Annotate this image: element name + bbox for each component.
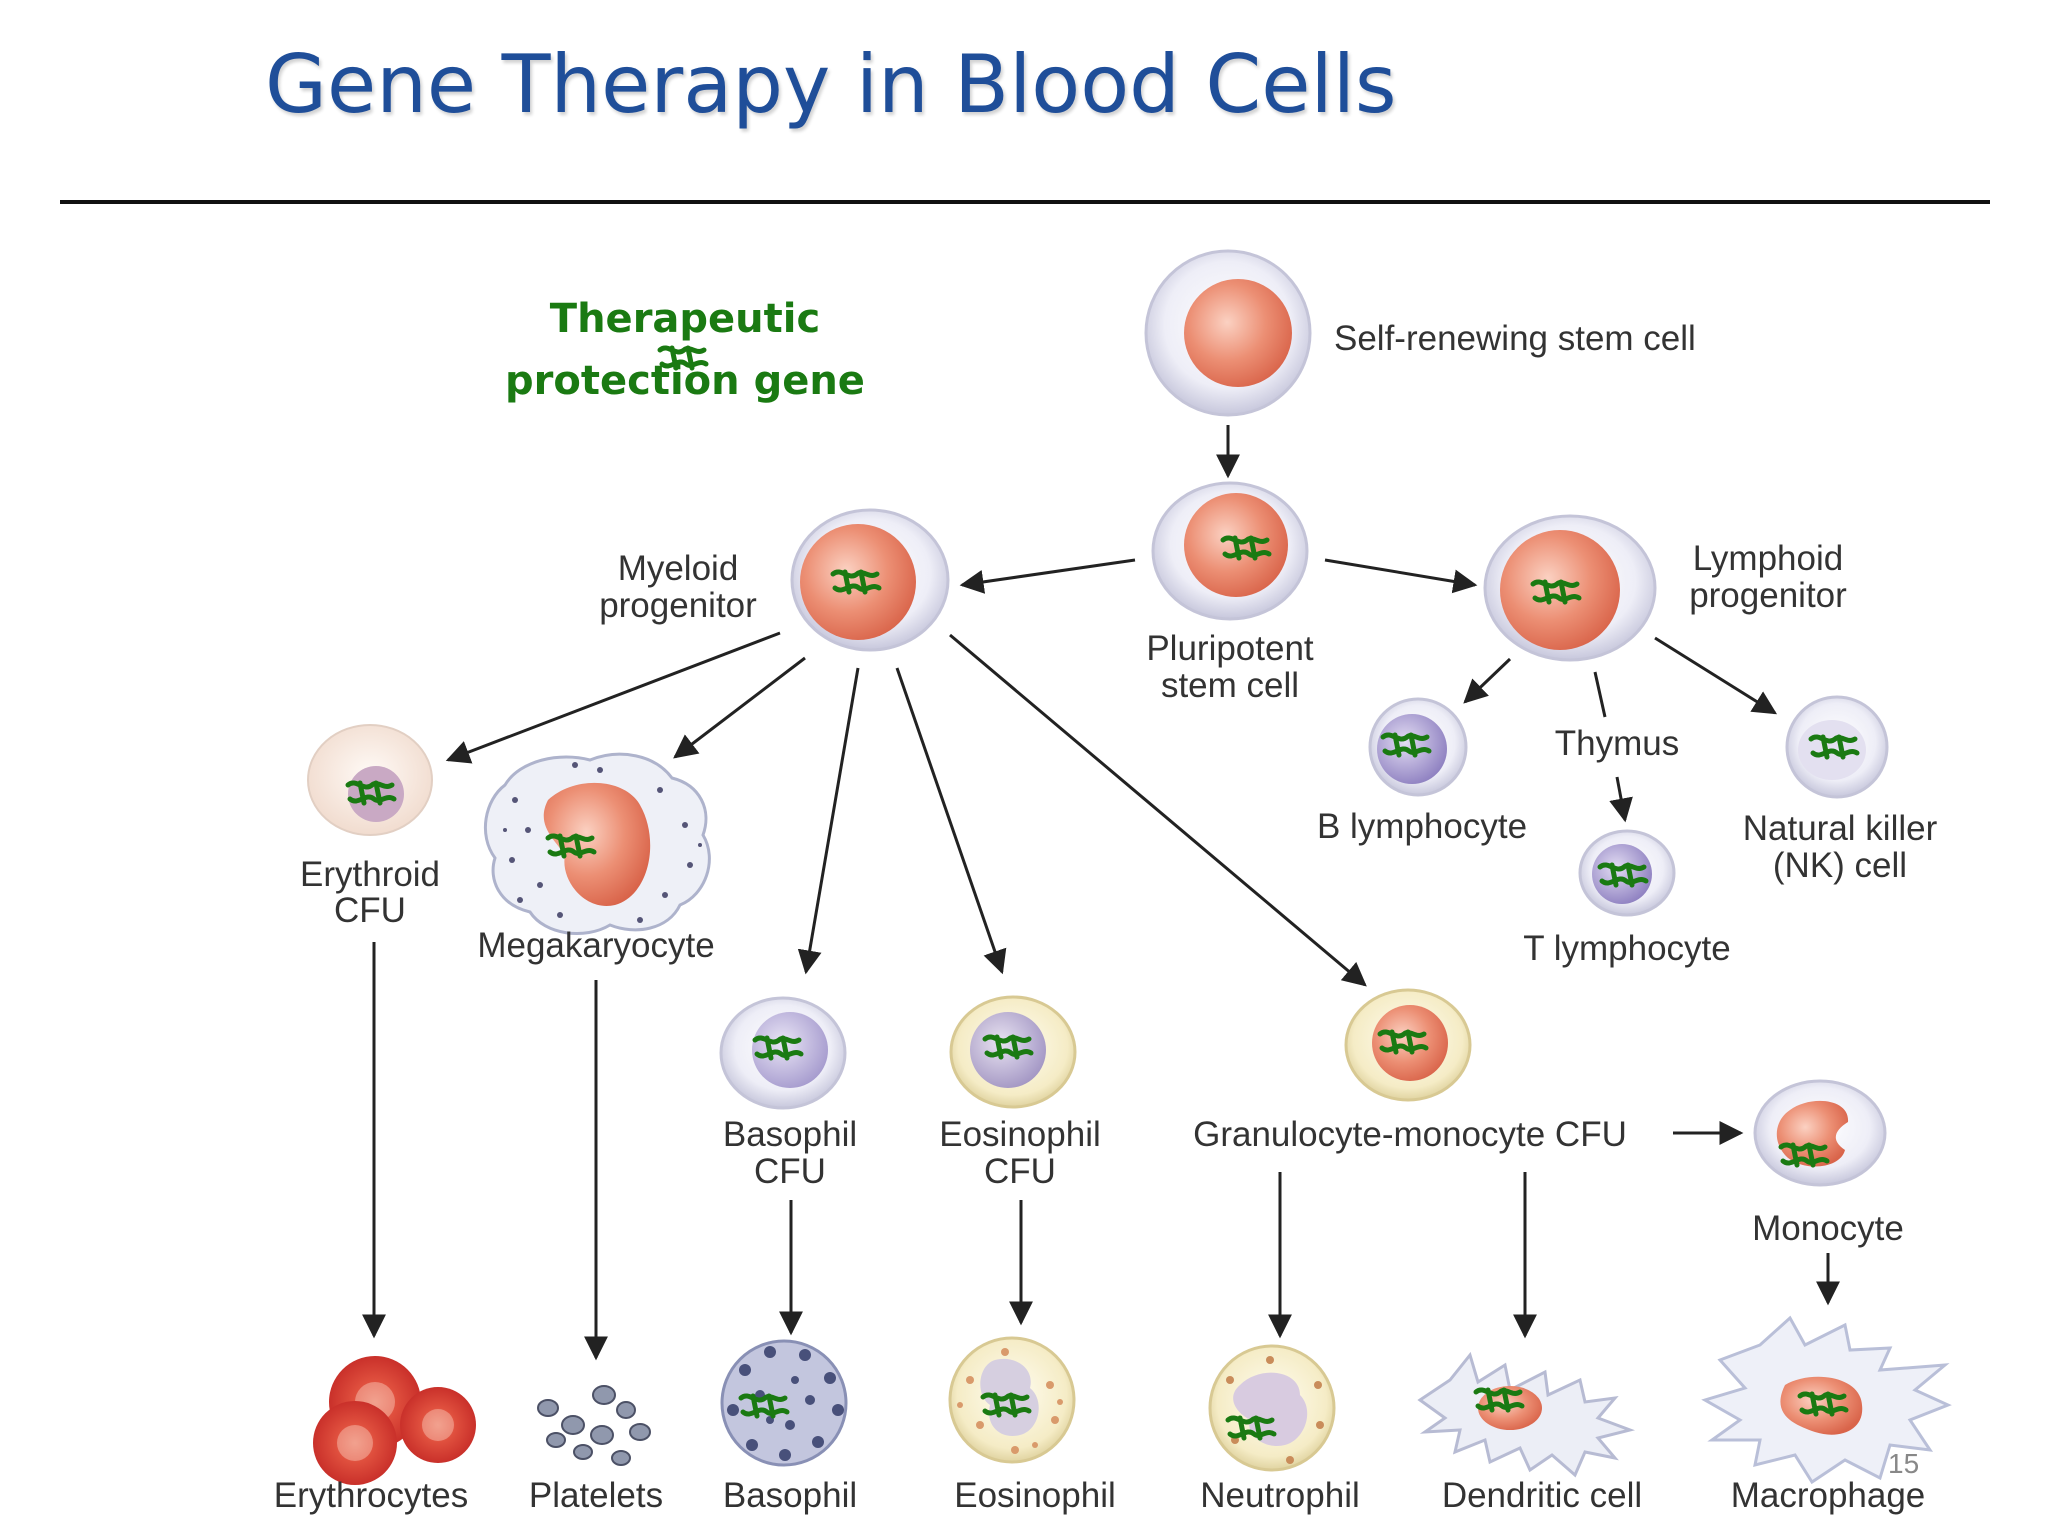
stem-cell: [1144, 249, 1312, 417]
label-myeloid-1: Myeloid: [618, 549, 739, 588]
label-dendritic: Dendritic cell: [1442, 1476, 1642, 1515]
arrow-thymus-to-t: [1609, 776, 1633, 823]
label-basophil: Basophil: [723, 1476, 857, 1515]
erythroid-cfu-cell: [307, 724, 433, 836]
label-t-lymphocyte: T lymphocyte: [1523, 929, 1731, 968]
title-divider: [60, 200, 1990, 204]
labels: Self-renewing stem cell Pluripotent stem…: [274, 319, 1938, 1515]
label-erythroid-2: CFU: [334, 891, 406, 930]
label-erythroid-1: Erythroid: [300, 855, 440, 894]
arrows: [362, 425, 1840, 1361]
label-myeloid-2: progenitor: [599, 586, 757, 625]
arrow-myeloid-to-eosinophil-cfu: [895, 667, 1007, 975]
lymphoid-progenitor: [1483, 514, 1657, 662]
label-lymphoid-2: progenitor: [1689, 576, 1847, 615]
eosinophil-cfu-cell: [949, 995, 1077, 1109]
label-stem-cell: Self-renewing stem cell: [1334, 319, 1696, 358]
arrow-myeloid-to-gm-cfu: [949, 633, 1367, 987]
label-nk-2: (NK) cell: [1773, 846, 1907, 885]
nk-cell: [1785, 695, 1889, 799]
label-eosinophil: Eosinophil: [954, 1476, 1116, 1515]
monocyte-cell: [1753, 1079, 1887, 1187]
label-lymphoid-1: Lymphoid: [1693, 539, 1843, 578]
arrow-lymphoid-to-nk: [1654, 636, 1778, 715]
megakaryocyte-cell: [483, 752, 711, 936]
slide-title: Gene Therapy in Blood Cells: [265, 38, 1397, 131]
macrophage-cell: [1701, 1315, 1952, 1485]
platelets-cells: [537, 1385, 651, 1466]
label-gm-cfu: Granulocyte-monocyte CFU: [1193, 1115, 1627, 1154]
basophil-cell: [720, 1339, 848, 1467]
arrow-pluripotent-to-myeloid: [959, 558, 1136, 594]
arrow-myeloid-to-erythroid: [445, 631, 781, 764]
label-nk-1: Natural killer: [1743, 809, 1938, 848]
label-b-lymphocyte: B lymphocyte: [1317, 807, 1527, 846]
label-eosinophil-cfu-1: Eosinophil: [939, 1115, 1101, 1154]
label-erythrocytes: Erythrocytes: [274, 1476, 469, 1515]
label-basophil-cfu-1: Basophil: [723, 1115, 857, 1154]
label-platelets: Platelets: [529, 1476, 663, 1515]
label-pluripotent-1: Pluripotent: [1146, 629, 1314, 668]
eosinophil-cell: [948, 1336, 1076, 1464]
label-monocyte: Monocyte: [1752, 1209, 1904, 1248]
b-lymphocyte-cell: [1368, 697, 1468, 797]
basophil-cfu-cell: [719, 996, 847, 1110]
legend-line-2: protection gene: [505, 358, 865, 404]
dendritic-cell: [1417, 1351, 1636, 1478]
label-megakaryocyte: Megakaryocyte: [477, 926, 714, 965]
legend-line-1: Therapeutic: [549, 296, 821, 342]
arrow-pluripotent-to-lymphoid: [1324, 558, 1478, 594]
page-number: 15: [1888, 1448, 1920, 1479]
neutrophil-cell: [1208, 1344, 1336, 1472]
label-basophil-cfu-2: CFU: [754, 1152, 826, 1191]
pluripotent-stem-cell: [1151, 481, 1309, 621]
arrow-lymphoid-to-b: [1463, 657, 1512, 704]
erythrocytes-cells: [313, 1356, 476, 1485]
arrow-lymphoid-to-thymus: [1593, 671, 1607, 718]
label-thymus: Thymus: [1555, 724, 1679, 763]
gm-cfu-cell: [1344, 988, 1472, 1102]
arrow-myeloid-to-basophil-cfu: [797, 667, 860, 975]
label-eosinophil-cfu-2: CFU: [984, 1152, 1056, 1191]
label-pluripotent-2: stem cell: [1161, 666, 1299, 705]
label-macrophage: Macrophage: [1731, 1476, 1926, 1515]
myeloid-progenitor: [790, 508, 950, 652]
t-lymphocyte-cell: [1578, 829, 1676, 917]
label-neutrophil: Neutrophil: [1200, 1476, 1360, 1515]
arrow-myeloid-to-megakaryocyte: [673, 656, 806, 759]
gene-legend: Therapeutic protection gene: [500, 288, 870, 412]
